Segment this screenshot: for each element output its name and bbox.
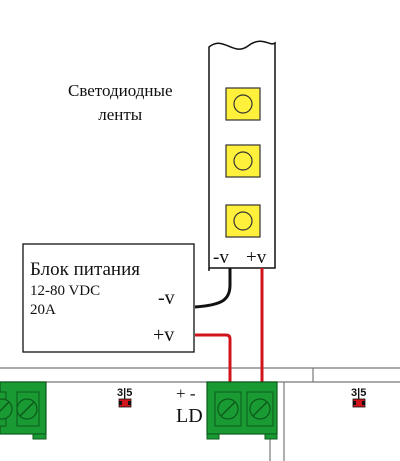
led-strip-label-line1: Светодиодные <box>68 81 173 100</box>
led-strip-label-line2: ленты <box>98 105 143 124</box>
power-supply-positive-label: +v <box>153 324 175 346</box>
strip-positive-label: +v <box>246 247 267 268</box>
power-supply-current: 20A <box>30 302 56 318</box>
strip-negative-label: -v <box>213 247 229 268</box>
terminal-name-label: LD <box>176 405 203 427</box>
led-icon <box>225 144 261 178</box>
screw-terminal-icon <box>206 381 278 440</box>
negative-wire <box>194 268 232 309</box>
power-supply-box <box>22 243 195 353</box>
terminal-polarity-label: + - <box>176 384 196 403</box>
power-supply-voltage: 12-80 VDC <box>30 283 101 299</box>
led-icon <box>225 204 261 238</box>
power-supply-title: Блок питания <box>30 259 141 280</box>
led-strip-label: Светодиодные ленты <box>68 79 173 127</box>
power-supply-negative-label: -v <box>158 287 175 309</box>
jumper-label-right: 3|5 <box>351 387 367 399</box>
jumper-label-left: 3|5 <box>117 387 133 399</box>
positive-wire-psu <box>195 333 232 384</box>
screw-terminal-icon <box>0 381 47 440</box>
jumper-icon <box>118 398 132 408</box>
jumper-icon <box>352 398 366 408</box>
led-icon <box>225 87 261 121</box>
